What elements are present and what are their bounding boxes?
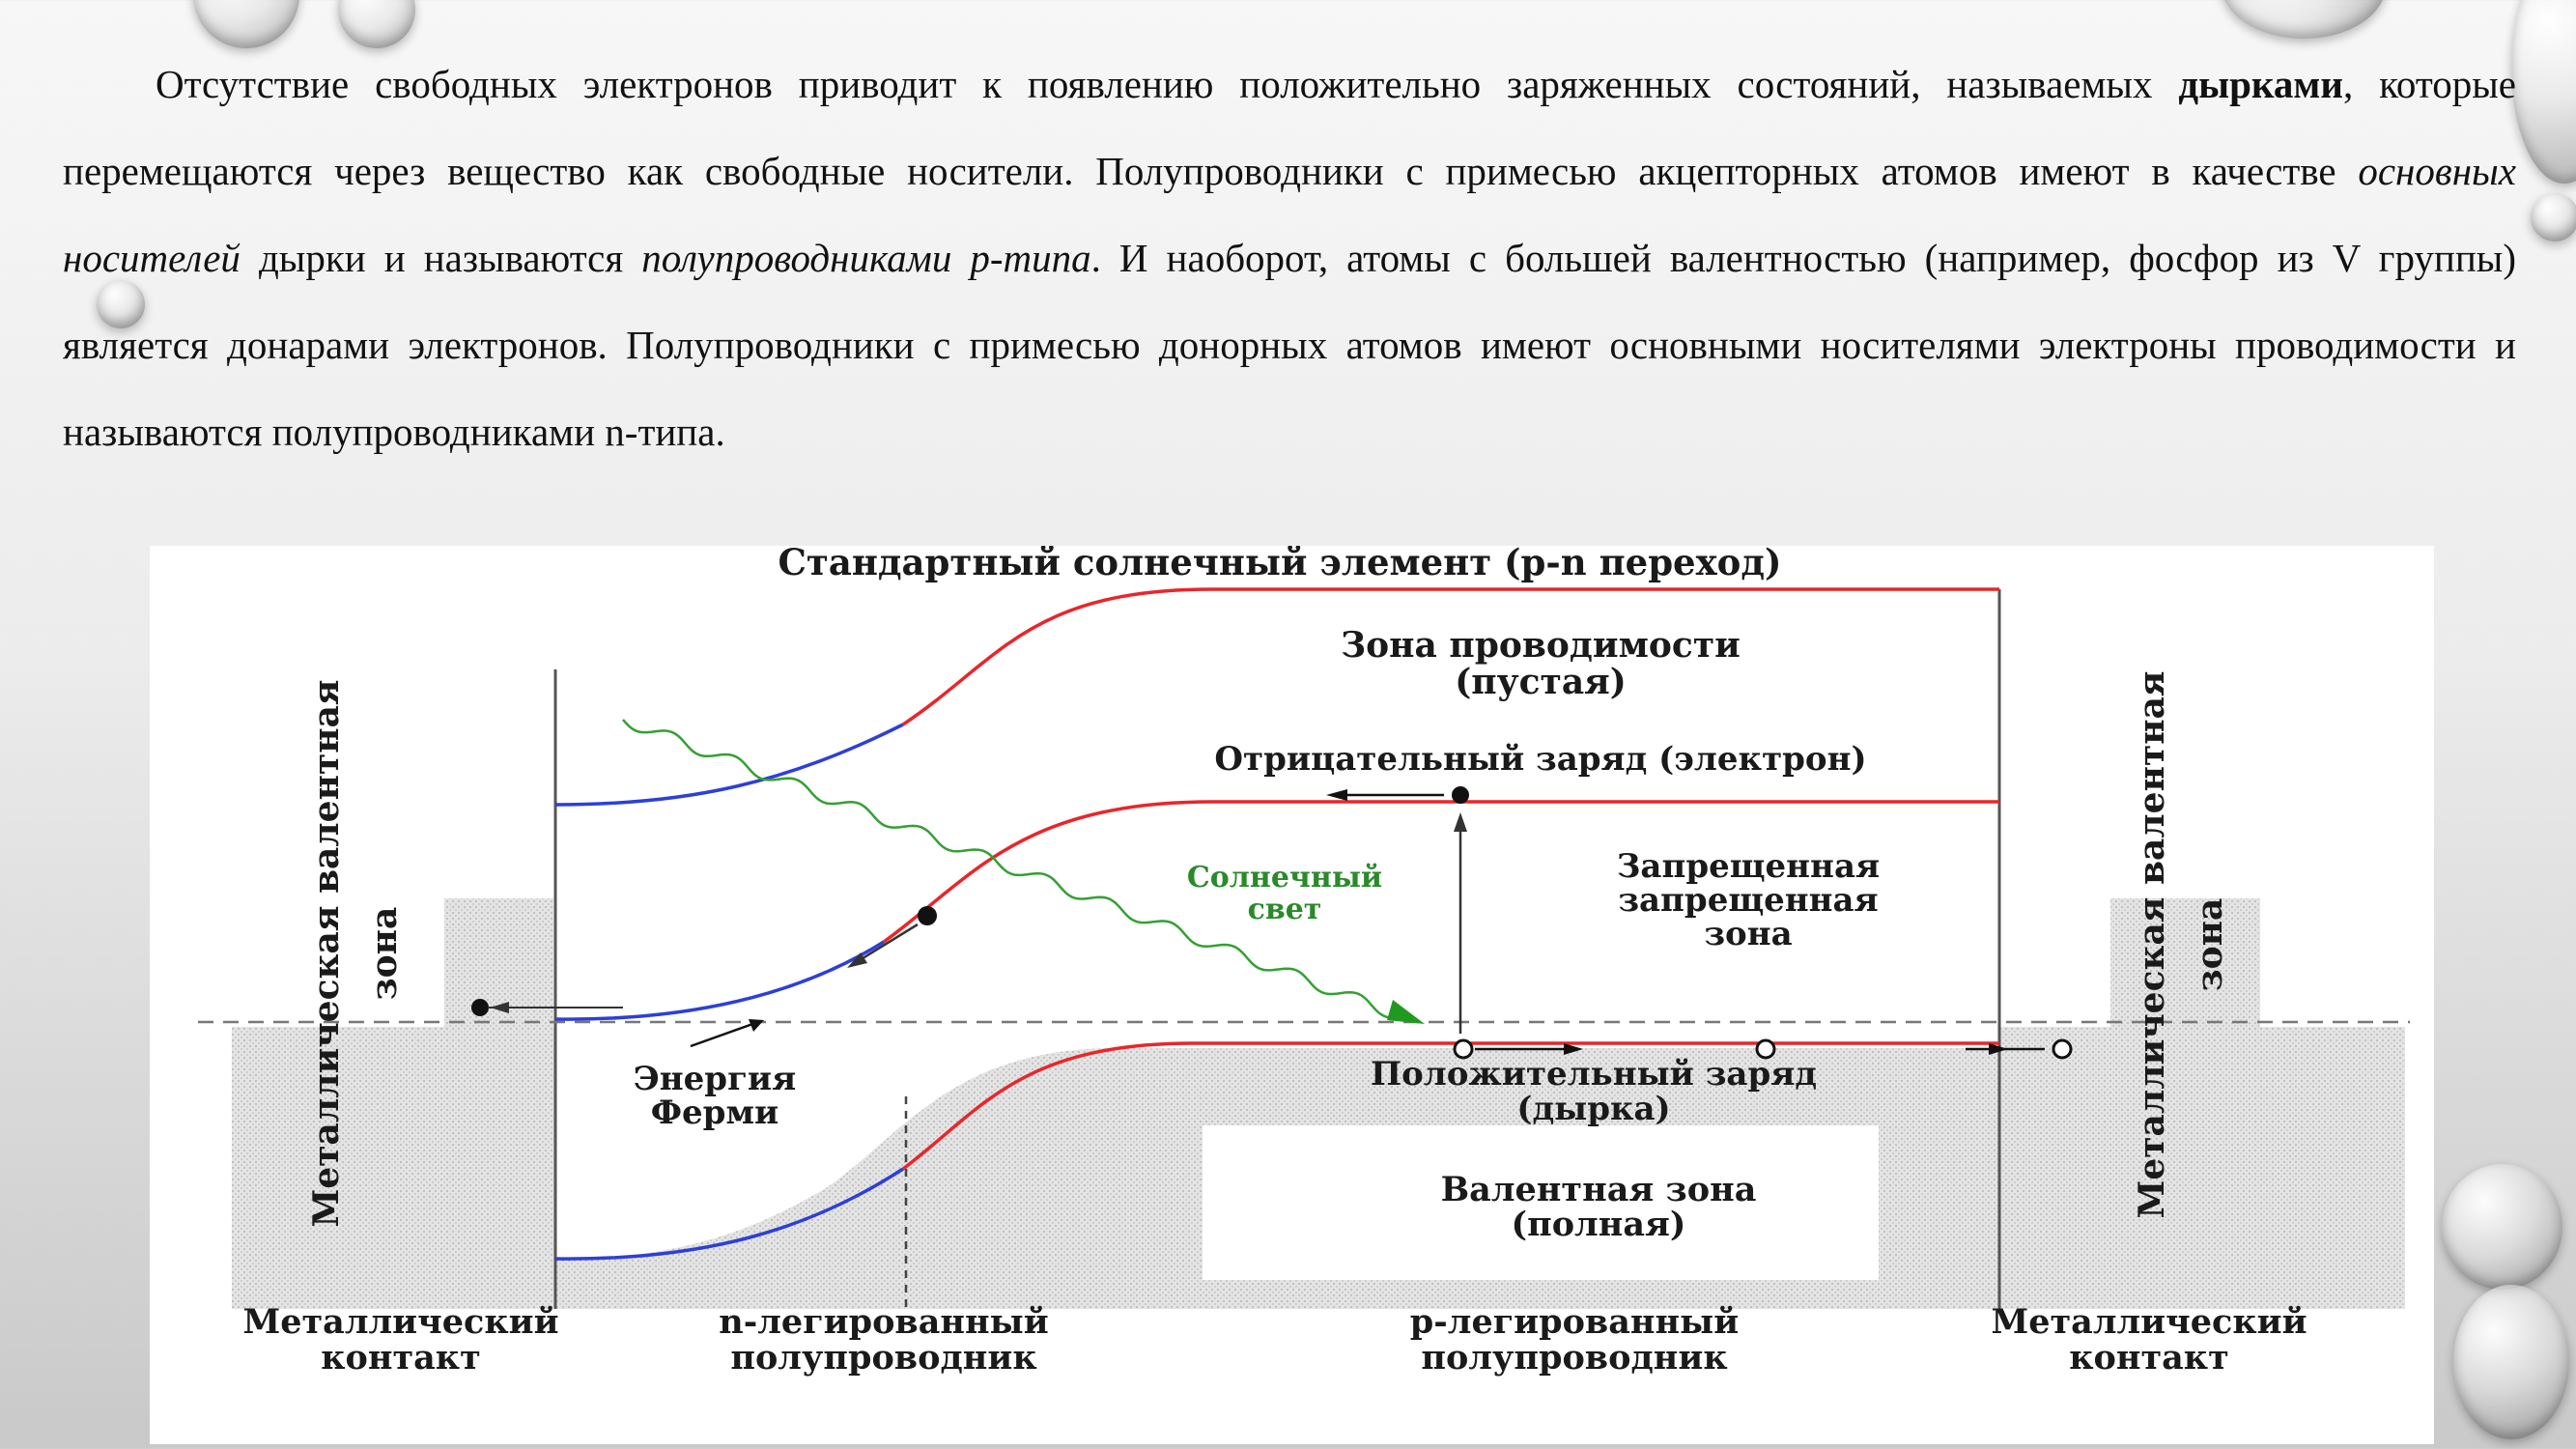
electron-dot <box>1452 786 1469 804</box>
body-paragraph: Отсутствие свободных электронов приводит… <box>63 41 2516 475</box>
hole-circle <box>2052 1038 2073 1060</box>
pn-junction-diagram: Стандартный солнечный элемент (p-n перех… <box>150 546 2434 1444</box>
italic-term: основных носителей <box>63 149 2516 280</box>
valence-band-label: (полная) <box>1512 1205 1686 1244</box>
metal-valence-label-right: Металлическая валентная <box>2132 670 2172 1218</box>
water-drop-decoration <box>2531 193 2576 242</box>
conduction-band-label: Зона проводимости <box>1341 625 1741 666</box>
semiconductor-valence-region <box>555 1048 1999 1309</box>
bold-term: дырками <box>2178 62 2343 106</box>
positive-charge-label: (дырка) <box>1516 1090 1670 1128</box>
fermi-energy-label: Энергия <box>634 1060 797 1098</box>
metal-valence-label-left: зона <box>364 907 405 1001</box>
water-drop-decoration <box>97 280 145 328</box>
text-segment: . И наоборот, атомы с большей валентност… <box>63 236 2516 454</box>
sunlight-label: свет <box>1248 893 1322 926</box>
text-segment: Отсутствие свободных электронов приводит… <box>156 62 2179 106</box>
metal-contact-label-right: Металлический <box>1991 1302 2307 1342</box>
p-semiconductor-label: p-легированный <box>1410 1302 1739 1342</box>
conduction-band-sublabel: (пустая) <box>1455 662 1627 702</box>
metal-valence-label-right: зона <box>2190 898 2230 992</box>
water-drop-decoration <box>2222 0 2386 39</box>
hole-circle <box>1755 1038 1776 1060</box>
diagram-title: Стандартный солнечный элемент (p-n перех… <box>778 546 1781 583</box>
water-drop-decoration <box>2453 1285 2569 1439</box>
valence-band-label: Валентная зона <box>1441 1170 1757 1209</box>
italic-term: полупроводниками p-типа <box>641 236 1091 280</box>
electron-dot-n-side <box>918 906 937 925</box>
metal-contact-label-right: контакт <box>2069 1338 2229 1378</box>
text-segment: , которые перемещаются через вещество ка… <box>63 62 2516 193</box>
fermi-energy-label: Ферми <box>651 1094 778 1132</box>
metal-contact-label-left: контакт <box>321 1338 481 1378</box>
sunlight-ray <box>622 719 1425 1024</box>
p-semiconductor-label: полупроводник <box>1421 1338 1727 1378</box>
text-segment: дырки и называются <box>240 236 642 280</box>
metal-valence-region-right <box>1999 898 2405 1309</box>
n-semiconductor-label: n-легированный <box>719 1302 1048 1342</box>
positive-charge-label: Положительный заряд <box>1371 1055 1817 1094</box>
n-semiconductor-label: полупроводник <box>730 1338 1036 1378</box>
band-gap-label: запрещенная <box>1618 881 1878 920</box>
water-drop-decoration <box>2511 0 2576 184</box>
metal-valence-label-left: Металлическая валентная <box>306 679 347 1227</box>
sunlight-label: Солнечный <box>1187 861 1382 895</box>
band-gap-label: зона <box>1704 915 1792 953</box>
fermi-pointer-arrow <box>690 1020 759 1048</box>
conduction-band-edge <box>554 587 1999 807</box>
band-gap-label: Запрещенная <box>1617 847 1880 886</box>
negative-charge-label: Отрицательный заряд (электрон) <box>1214 740 1866 779</box>
hole-circle <box>1453 1038 1474 1060</box>
electron-dot-metal <box>471 999 489 1016</box>
metal-contact-label-left: Металлический <box>242 1302 558 1342</box>
valence-band-edge <box>554 1041 1999 1261</box>
water-drop-decoration <box>2442 1164 2562 1290</box>
